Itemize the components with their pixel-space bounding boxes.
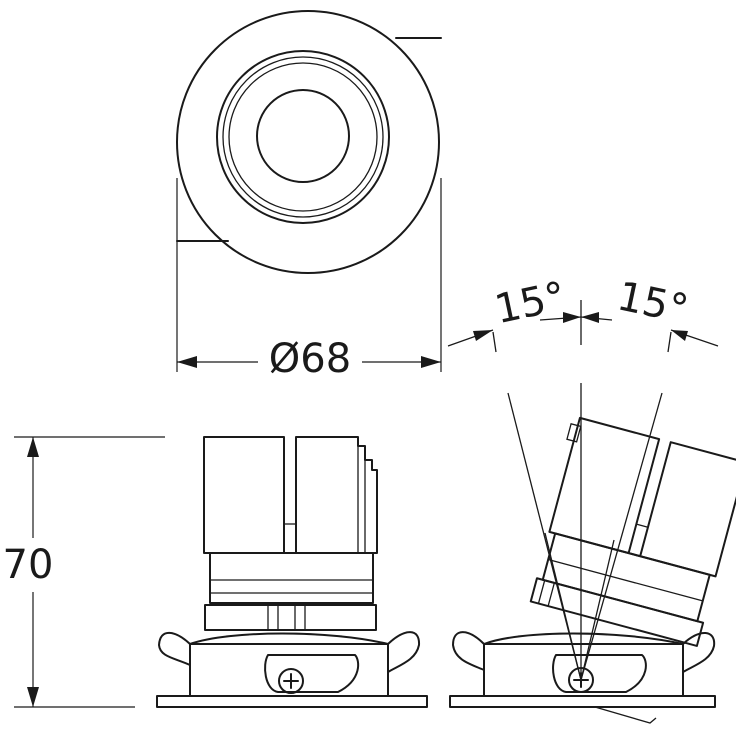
trim-ring-inner-circle xyxy=(222,56,384,218)
tilted-collar-line xyxy=(548,558,703,602)
bracket-plate xyxy=(264,654,360,693)
tilted-flange xyxy=(449,695,716,708)
tilt-ray-inner-right xyxy=(580,539,615,681)
tilted-view: 15° 15° xyxy=(447,273,736,724)
side-view: 70 xyxy=(3,436,428,708)
tilted-screw-head xyxy=(568,667,594,693)
tilt-left-tick xyxy=(492,331,497,353)
tilt-left-arrow xyxy=(473,330,493,341)
tilted-bracket-plate xyxy=(552,654,647,693)
tilt-right-arrow xyxy=(671,330,688,341)
trim-ring-circle xyxy=(216,50,390,224)
reflector-outer-circle xyxy=(228,62,378,212)
tilt-center-arrow-left xyxy=(563,312,581,323)
tilted-spring-arm-right xyxy=(682,632,716,673)
diameter-arrow-right xyxy=(421,356,441,368)
tilted-spring-tail xyxy=(594,706,657,724)
spring-arm-left xyxy=(158,631,191,666)
tilted-terminal-slot xyxy=(537,579,556,607)
diameter-arrow-left xyxy=(177,356,197,368)
collar xyxy=(209,552,374,604)
outer-flange-circle xyxy=(176,10,440,274)
height-arrow-top xyxy=(27,437,39,457)
tilted-spring-arm-left xyxy=(452,631,485,671)
spring-arm-right xyxy=(387,631,421,673)
tilt-right-label: 15° xyxy=(613,273,692,333)
terminal-ring xyxy=(204,604,377,631)
screw-head xyxy=(278,668,304,694)
tilted-body xyxy=(529,416,736,647)
tilted-spring-arm-bridge xyxy=(483,632,684,645)
tilted-tab xyxy=(566,422,582,443)
terminal-slot-2 xyxy=(294,604,306,631)
tilted-slot-mark xyxy=(636,523,649,528)
terminal-slot-1 xyxy=(267,604,279,631)
tilt-right-tick xyxy=(667,331,672,353)
heatsink-body xyxy=(203,436,378,554)
top-view: Ø68 xyxy=(176,10,442,382)
height-label: 70 xyxy=(3,542,54,588)
tilted-heatsink xyxy=(548,416,736,578)
spring-arm-bridge xyxy=(189,632,389,645)
lens-circle xyxy=(256,89,350,183)
flange xyxy=(156,695,428,708)
tilt-center-arrow-right xyxy=(581,312,599,323)
tilt-ray-right xyxy=(580,392,663,681)
diameter-label: Ø68 xyxy=(269,336,351,382)
tilted-collar xyxy=(541,532,711,623)
tilt-left-label: 15° xyxy=(491,273,570,333)
height-arrow-bottom xyxy=(27,687,39,707)
